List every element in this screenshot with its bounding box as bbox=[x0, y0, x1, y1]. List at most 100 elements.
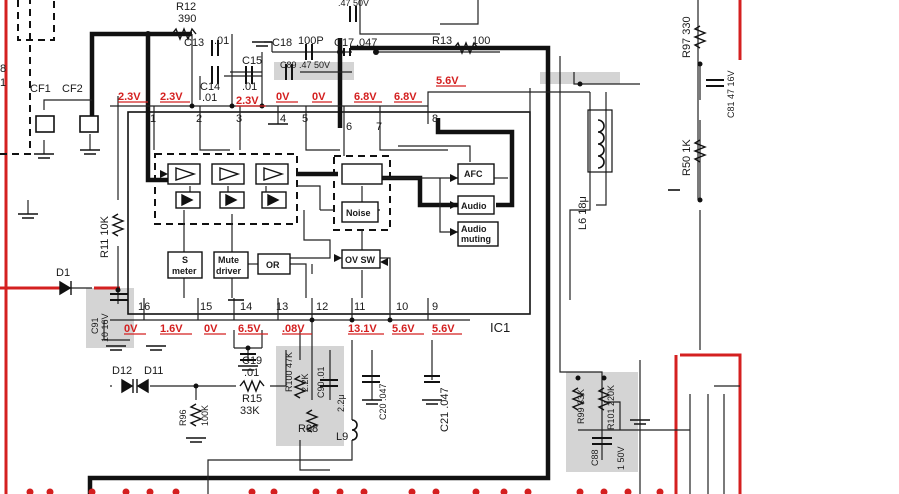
voltage-pin-2: 2.3V bbox=[160, 91, 183, 103]
r12-label: R12 bbox=[176, 1, 196, 13]
c89-label: C89 .47 50V bbox=[280, 60, 330, 70]
marker-1: 1 bbox=[0, 77, 6, 89]
c81-label: C81 47 16V bbox=[726, 70, 736, 118]
c18-label: C18 bbox=[272, 37, 292, 49]
c15-label: C15 bbox=[242, 55, 262, 67]
afc-block-label: AFC bbox=[464, 169, 483, 179]
s-meter-label-1: S bbox=[182, 255, 188, 265]
function-blocks bbox=[167, 163, 499, 279]
c88-label-2: 1 50V bbox=[616, 446, 626, 470]
r97-label: R97 330 bbox=[681, 16, 693, 58]
thin-wiring bbox=[27, 0, 740, 494]
pin-7: 7 bbox=[376, 121, 382, 133]
voltage-pin-12: .08V bbox=[282, 323, 305, 335]
voltage-pin-8: 5.6V bbox=[436, 75, 459, 87]
voltage-pin-11: 13.1V bbox=[348, 323, 377, 335]
junction-dots bbox=[115, 31, 703, 389]
amplifier-stages bbox=[167, 163, 383, 209]
r101-label: R101 220K bbox=[606, 385, 616, 430]
voltage-pin-9: 5.6V bbox=[432, 323, 455, 335]
voltage-pin-6: 6.8V bbox=[354, 91, 377, 103]
voltage-pin-13: 6.5V bbox=[238, 323, 261, 335]
c91-label-2: 10 16V bbox=[100, 313, 110, 342]
voltage-pin-14: 0V bbox=[204, 323, 218, 335]
r96-value: 100K bbox=[200, 405, 210, 426]
pin-11: 11 bbox=[354, 301, 365, 313]
r96-label: R96 bbox=[178, 409, 188, 426]
d12-label: D12 bbox=[112, 365, 132, 377]
r99-label: R99 33K bbox=[576, 389, 586, 424]
s-meter-label-2: meter bbox=[172, 266, 197, 276]
voltage-pin-1: 2.3V bbox=[118, 91, 141, 103]
r12-value: 390 bbox=[178, 13, 196, 25]
r13-value: 100 bbox=[472, 35, 490, 47]
voltage-pin-10: 5.6V bbox=[392, 323, 415, 335]
r100-label: R100 47K bbox=[284, 352, 294, 392]
c21-label: C21 .047 bbox=[439, 387, 451, 432]
r15-value: 33K bbox=[240, 405, 260, 417]
pin-16: 16 bbox=[138, 301, 150, 313]
cf1-label: CF1 bbox=[30, 83, 51, 95]
voltage-pin-4: 0V bbox=[276, 91, 290, 103]
voltage-pin-5: 0V bbox=[312, 91, 326, 103]
mute-driver-label-2: driver bbox=[216, 266, 242, 276]
diode-symbols bbox=[59, 280, 149, 394]
noise-block-label: Noise bbox=[346, 208, 371, 218]
voltage-pin-7: 6.8V bbox=[394, 91, 417, 103]
pin-8: 8 bbox=[432, 113, 438, 125]
audio-muting-label-2: muting bbox=[461, 234, 491, 244]
capacitor-symbols bbox=[110, 6, 724, 445]
ic-pin-numbers: 1 2 3 4 5 6 7 8 16 15 14 13 12 11 10 9 bbox=[138, 113, 438, 313]
pin-12: 12 bbox=[316, 301, 328, 313]
audio-muting-label-1: Audio bbox=[461, 224, 487, 234]
r13-label: R13 bbox=[432, 35, 452, 47]
c19-value: .01 bbox=[244, 367, 259, 379]
c14-label: C14 bbox=[200, 81, 220, 93]
pin-10: 10 bbox=[396, 301, 408, 313]
pin-3: 3 bbox=[236, 113, 242, 125]
pin-9: 9 bbox=[432, 301, 438, 313]
voltage-pin-3: 2.3V bbox=[236, 95, 259, 107]
audio-block-label: Audio bbox=[461, 201, 487, 211]
voltage-underlines bbox=[118, 85, 466, 335]
pin-14: 14 bbox=[240, 301, 252, 313]
c88-label-1: C88 bbox=[590, 449, 600, 466]
red-power-lines bbox=[0, 0, 742, 494]
c91-label-1: C91 bbox=[90, 317, 100, 334]
pin-2: 2 bbox=[196, 113, 202, 125]
l6-label: L6 18μ bbox=[577, 196, 589, 230]
marker-8: 8 bbox=[0, 63, 6, 75]
mute-driver-label-1: Mute bbox=[218, 255, 239, 265]
component-labels: R12 390 C13 .01 C14 .01 C15 .01 C18 100P… bbox=[0, 0, 490, 443]
l9-label-2: 2.2μ bbox=[336, 394, 346, 412]
c14-value: .01 bbox=[202, 92, 217, 104]
pin-13: 13 bbox=[276, 301, 288, 313]
c18-value: 100P bbox=[298, 35, 324, 47]
c20-label: C20 .047 bbox=[378, 383, 388, 420]
r98-label: R98 bbox=[298, 423, 318, 435]
block-labels: Noise AFC Audio Audio muting S meter Mut… bbox=[172, 169, 491, 276]
voltage-pin-16: 0V bbox=[124, 323, 138, 335]
rotated-labels: R11 10K C91 10 16V R96 100K R100 47K 2.2… bbox=[90, 16, 736, 470]
pin-4: 4 bbox=[280, 113, 286, 125]
r11-label: R11 10K bbox=[99, 215, 111, 258]
red-bottom-dots bbox=[26, 488, 664, 494]
l9-label-1: L9 bbox=[336, 431, 348, 443]
voltage-labels: 2.3V 2.3V 2.3V 0V 0V 6.8V 6.8V 5.6V 0V 1… bbox=[118, 75, 459, 335]
ic-name: IC1 bbox=[490, 320, 510, 335]
c-top-label: .47 50V bbox=[338, 0, 369, 8]
r15-label: R15 bbox=[242, 393, 262, 405]
d11-label: D11 bbox=[144, 365, 163, 377]
cf2-label: CF2 bbox=[62, 83, 83, 95]
arrowheads bbox=[160, 170, 458, 266]
ceramic-filters bbox=[35, 115, 99, 133]
c15-value: .01 bbox=[242, 81, 257, 93]
pin-15: 15 bbox=[200, 301, 212, 313]
d1-label: D1 bbox=[56, 267, 70, 279]
pin-1: 1 bbox=[150, 113, 156, 125]
pin-6: 6 bbox=[346, 121, 352, 133]
c19-label: C19 bbox=[242, 355, 262, 367]
c90-label: C90 .01 bbox=[316, 366, 326, 398]
c17-label: C17 bbox=[334, 37, 354, 49]
